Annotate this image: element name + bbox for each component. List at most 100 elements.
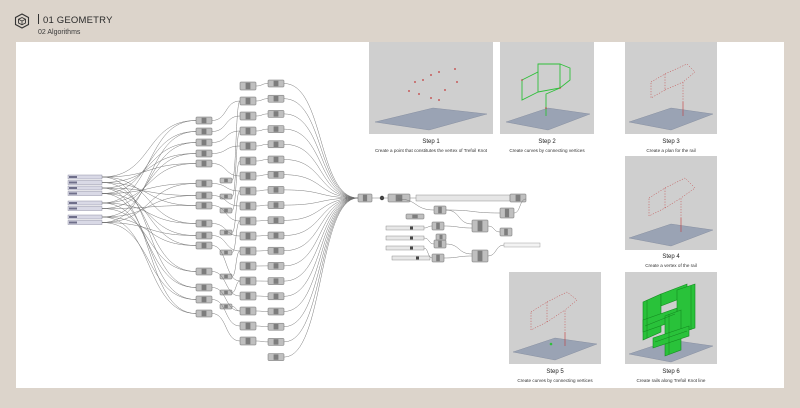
connection-wire[interactable] [211,299,241,327]
connection-wire[interactable] [283,144,359,199]
connection-wire[interactable] [101,176,197,288]
connection-wire[interactable] [283,159,359,199]
connection-wire[interactable] [283,197,359,236]
output-panel[interactable] [503,242,541,248]
connection-wire[interactable] [283,174,359,199]
component-node[interactable] [239,81,257,91]
connection-wire[interactable] [101,142,197,189]
connection-wire[interactable] [255,113,269,117]
component-node[interactable] [431,253,445,263]
input-panel[interactable] [67,185,103,191]
connection-wire[interactable] [283,197,359,282]
connection-wire[interactable] [443,225,473,229]
connection-wire[interactable] [101,187,197,314]
connection-wire[interactable] [255,220,269,222]
connection-wire[interactable] [231,306,241,312]
connection-wire[interactable] [513,198,527,214]
component-node[interactable] [267,246,285,255]
component-node[interactable] [509,193,527,203]
component-node[interactable] [195,309,213,318]
component-node[interactable] [239,111,257,121]
component-node[interactable] [267,140,285,149]
component-node[interactable] [195,231,213,240]
connection-wire[interactable] [255,159,269,162]
component-node[interactable] [239,141,257,151]
connection-wire[interactable] [101,183,197,194]
connection-wire[interactable] [255,174,269,177]
number-slider[interactable] [385,235,425,241]
component-node[interactable] [499,227,513,237]
component-node[interactable] [267,216,285,225]
connection-wire[interactable] [443,255,473,259]
component-node[interactable] [195,179,213,188]
connection-wire[interactable] [255,235,269,237]
connection-wire[interactable] [101,153,197,183]
connection-wire[interactable] [255,204,269,207]
component-node[interactable] [267,170,285,179]
component-node[interactable] [267,155,285,164]
connection-wire[interactable] [211,115,241,132]
component-node[interactable] [435,233,447,241]
connection-wire[interactable] [101,193,197,300]
input-panel[interactable] [67,206,103,211]
connection-wire[interactable] [255,128,269,132]
component-node[interactable] [267,201,285,209]
connection-wire[interactable] [101,182,197,206]
connection-wire[interactable] [255,144,269,147]
connection-wire[interactable] [255,83,269,87]
component-node[interactable] [433,239,447,249]
connection-wire[interactable] [255,98,269,102]
component-node[interactable] [239,171,257,181]
connection-wire[interactable] [231,250,241,277]
connection-wire[interactable] [283,197,359,251]
component-node[interactable] [195,219,213,228]
component-node[interactable] [267,292,285,301]
component-node[interactable] [267,307,285,316]
connection-wire[interactable] [231,100,241,181]
component-node[interactable] [471,219,489,233]
connection-wire[interactable] [101,202,197,288]
connection-wire[interactable] [255,189,269,192]
number-slider[interactable] [385,245,425,251]
component-node[interactable] [239,231,257,241]
component-node[interactable] [239,216,257,226]
connection-wire[interactable] [283,83,359,199]
component-node[interactable] [195,138,213,147]
connection-wire[interactable] [101,195,197,218]
component-node[interactable] [267,338,285,346]
connection-wire[interactable] [283,197,359,206]
component-node[interactable] [267,94,285,103]
input-panel[interactable] [67,174,103,180]
component-node[interactable] [267,231,285,240]
connection-wire[interactable] [283,113,359,199]
component-node[interactable] [239,306,257,316]
connection-wire[interactable] [101,183,197,223]
component-node[interactable] [431,221,445,231]
connection-wire[interactable] [255,340,269,343]
component-node[interactable] [239,321,257,331]
input-panel[interactable] [67,200,103,206]
connection-wire[interactable] [487,244,505,257]
connection-wire[interactable] [101,153,197,209]
grasshopper-node-graph[interactable] [16,42,546,388]
connection-wire[interactable] [283,197,359,343]
component-node[interactable] [267,322,285,331]
connection-wire[interactable] [101,205,197,209]
connection-wire[interactable] [211,313,241,342]
connection-wire[interactable] [255,310,269,312]
component-node[interactable] [219,177,233,184]
connection-wire[interactable] [101,131,197,223]
connection-wire[interactable] [283,197,359,297]
connection-wire[interactable] [283,197,359,267]
connection-wire[interactable] [101,163,197,204]
component-node[interactable] [267,186,285,194]
connection-wire[interactable] [101,176,197,224]
connection-wire[interactable] [101,187,197,196]
component-node[interactable] [267,125,285,133]
component-node[interactable] [195,149,213,158]
connection-wire[interactable] [445,243,473,255]
merge-node[interactable] [357,193,373,203]
component-node[interactable] [195,159,213,168]
connection-wire[interactable] [255,325,269,327]
component-node[interactable] [267,353,285,361]
